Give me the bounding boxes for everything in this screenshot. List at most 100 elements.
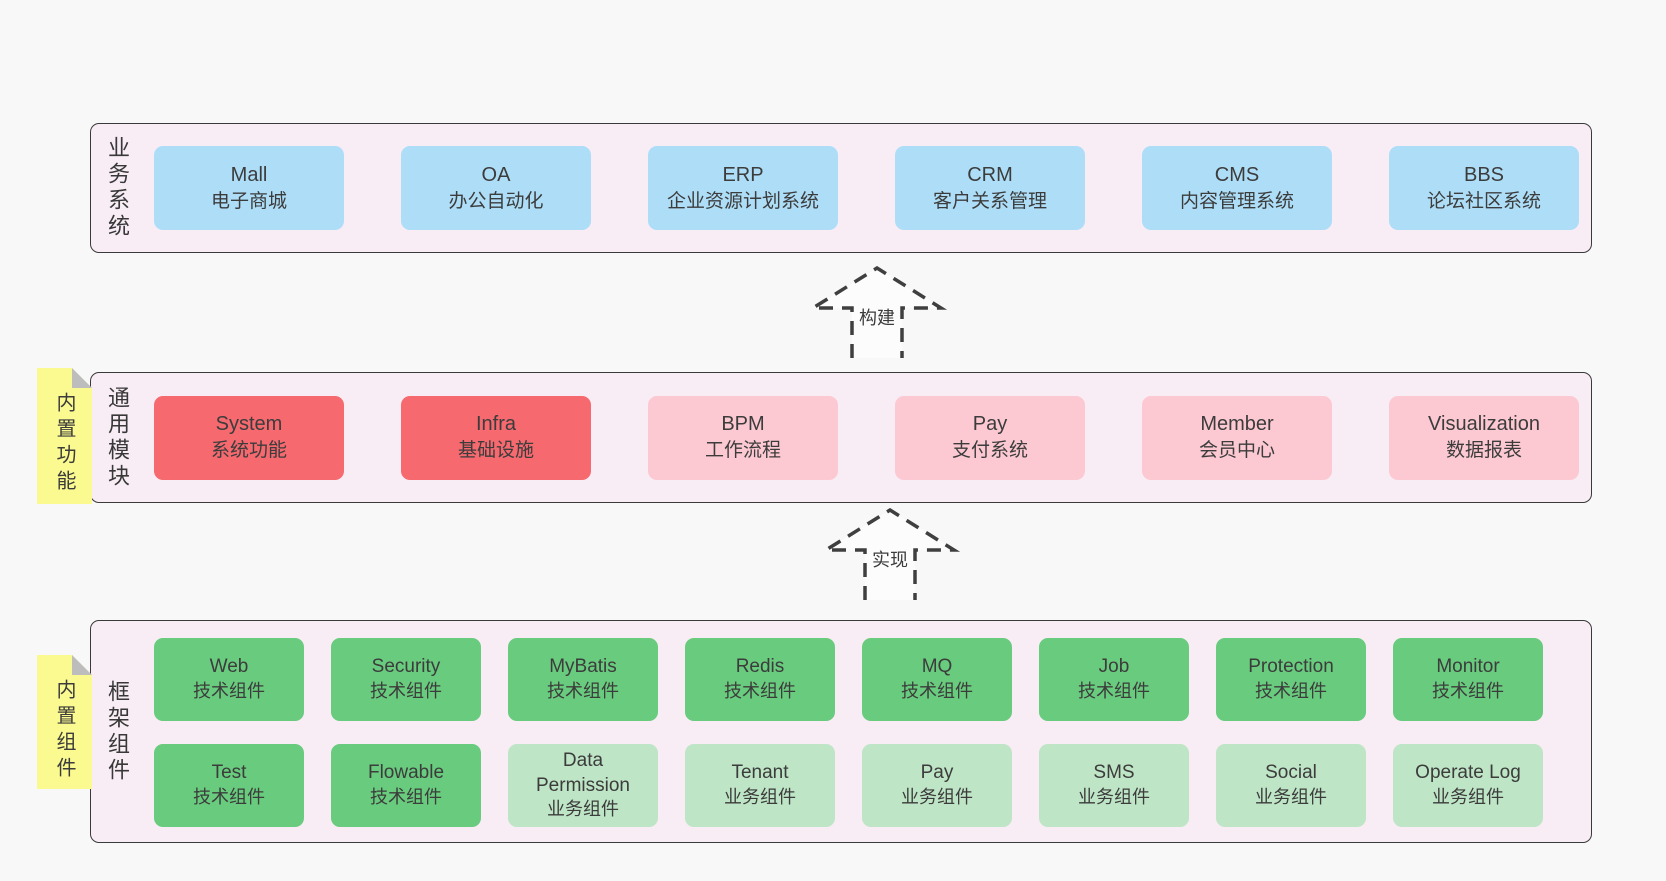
arrow-build: 构建 <box>797 266 957 358</box>
box-tenant: Tenant 业务组件 <box>685 744 835 827</box>
box-subtitle: 技术组件 <box>1432 681 1504 702</box>
box-subtitle: 企业资源计划系统 <box>666 190 819 212</box>
framework-row-1: Web 技术组件 Security 技术组件 MyBatis 技术组件 Redi… <box>154 638 1543 721</box>
box-title: ERP <box>722 163 764 186</box>
box-subtitle: 支付系统 <box>951 440 1028 462</box>
box-title: CMS <box>1214 163 1260 186</box>
box-title: Redis <box>735 656 785 678</box>
module-boxes: System 系统功能 Infra 基础设施 BPM 工作流程 Pay 支付系统… <box>154 373 1579 502</box>
box-member: Member 会员中心 <box>1142 395 1332 480</box>
box-monitor: Monitor 技术组件 <box>1393 638 1543 721</box>
box-redis: Redis 技术组件 <box>685 638 835 721</box>
box-erp: ERP 企业资源计划系统 <box>648 146 838 230</box>
folded-corner-icon <box>72 368 92 388</box>
box-pay-component: Pay 业务组件 <box>862 744 1012 827</box>
box-title: Test <box>211 762 247 784</box>
box-subtitle: 数据报表 <box>1445 440 1522 462</box>
box-subtitle: 技术组件 <box>1255 681 1327 702</box>
box-title: Member <box>1200 413 1274 436</box>
box-subtitle: 会员中心 <box>1198 440 1275 462</box>
box-subtitle: 论坛社区系统 <box>1426 190 1541 212</box>
box-subtitle: 技术组件 <box>193 787 265 808</box>
folded-corner-icon <box>72 655 92 675</box>
box-security: Security 技术组件 <box>331 638 481 721</box>
box-title: Social <box>1265 762 1317 784</box>
box-sms: SMS 业务组件 <box>1039 744 1189 827</box>
arrow-implement: 实现 <box>810 508 970 600</box>
box-subtitle: 技术组件 <box>724 681 796 702</box>
box-subtitle: 业务组件 <box>1432 787 1504 808</box>
box-subtitle: 技术组件 <box>547 681 619 702</box>
box-title: OA <box>481 163 511 186</box>
framework-row-2: Test 技术组件 Flowable 技术组件 Data Permission … <box>154 744 1543 827</box>
box-title: Protection <box>1248 656 1334 678</box>
box-test: Test 技术组件 <box>154 744 304 827</box>
sticky-note-builtin-components: 内置组件 <box>37 655 92 789</box>
box-subtitle: 业务组件 <box>1078 787 1150 808</box>
box-subtitle: 内容管理系统 <box>1179 190 1294 212</box>
band-label-framework: 框架组件 <box>105 679 130 784</box>
box-subtitle: 电子商城 <box>210 190 287 212</box>
box-title: Security <box>371 656 441 678</box>
box-subtitle: 业务组件 <box>724 787 796 808</box>
box-system: System 系统功能 <box>154 395 344 480</box>
box-title: Job <box>1098 656 1130 678</box>
box-data-permission: Data Permission 业务组件 <box>508 744 658 827</box>
box-operate-log: Operate Log 业务组件 <box>1393 744 1543 827</box>
box-title: Infra <box>475 413 517 436</box>
band-business-systems: 业务系统 Mall 电子商城 OA 办公自动化 ERP 企业资源计划系统 CRM… <box>90 123 1592 253</box>
box-subtitle: 客户关系管理 <box>932 190 1047 212</box>
box-title: SMS <box>1093 762 1135 784</box>
box-visualization: Visualization 数据报表 <box>1389 395 1579 480</box>
box-title: CRM <box>967 163 1013 186</box>
box-subtitle: 技术组件 <box>901 681 973 702</box>
band-label-modules: 通用模块 <box>105 385 130 490</box>
box-oa: OA 办公自动化 <box>401 146 591 230</box>
box-subtitle: 技术组件 <box>1078 681 1150 702</box>
arrow-implement-label: 实现 <box>868 546 912 572</box>
box-job: Job 技术组件 <box>1039 638 1189 721</box>
box-flowable: Flowable 技术组件 <box>331 744 481 827</box>
box-title: MQ <box>921 656 953 678</box>
box-title: MyBatis <box>549 656 617 678</box>
box-subtitle: 技术组件 <box>370 681 442 702</box>
box-title: Pay <box>920 762 954 784</box>
sticky-label: 内置功能 <box>53 392 75 496</box>
box-title: Operate Log <box>1415 762 1521 784</box>
box-title: Pay <box>972 413 1008 436</box>
box-subtitle: 基础设施 <box>457 440 534 462</box>
box-subtitle: 技术组件 <box>370 787 442 808</box>
box-title: Monitor <box>1436 656 1500 678</box>
box-subtitle: 工作流程 <box>704 440 781 462</box>
box-title: BBS <box>1463 163 1505 186</box>
box-social: Social 业务组件 <box>1216 744 1366 827</box>
sticky-label: 内置组件 <box>53 679 75 783</box>
arrow-build-label: 构建 <box>855 304 899 330</box>
box-mall: Mall 电子商城 <box>154 146 344 230</box>
box-title: Visualization <box>1428 413 1540 436</box>
box-mybatis: MyBatis 技术组件 <box>508 638 658 721</box>
box-title: BPM <box>721 413 765 436</box>
framework-boxes: Web 技术组件 Security 技术组件 MyBatis 技术组件 Redi… <box>154 638 1543 827</box>
box-subtitle: 业务组件 <box>901 787 973 808</box>
box-subtitle: 业务组件 <box>547 799 619 820</box>
box-title: Mall <box>230 163 268 186</box>
box-mq: MQ 技术组件 <box>862 638 1012 721</box>
band-common-modules: 通用模块 System 系统功能 Infra 基础设施 BPM 工作流程 Pay… <box>90 372 1592 503</box>
box-title: System <box>215 413 283 436</box>
box-title: Tenant <box>731 762 789 784</box>
box-bpm: BPM 工作流程 <box>648 395 838 480</box>
box-title: Data Permission <box>536 750 630 796</box>
band-label-business: 业务系统 <box>105 136 130 240</box>
box-crm: CRM 客户关系管理 <box>895 146 1085 230</box>
box-title: Web <box>209 656 249 678</box>
box-subtitle: 办公自动化 <box>448 190 544 212</box>
business-boxes: Mall 电子商城 OA 办公自动化 ERP 企业资源计划系统 CRM 客户关系… <box>154 124 1579 252</box>
box-cms: CMS 内容管理系统 <box>1142 146 1332 230</box>
box-subtitle: 技术组件 <box>193 681 265 702</box>
box-web: Web 技术组件 <box>154 638 304 721</box>
box-bbs: BBS 论坛社区系统 <box>1389 146 1579 230</box>
box-title: Flowable <box>367 762 445 784</box>
box-infra: Infra 基础设施 <box>401 395 591 480</box>
